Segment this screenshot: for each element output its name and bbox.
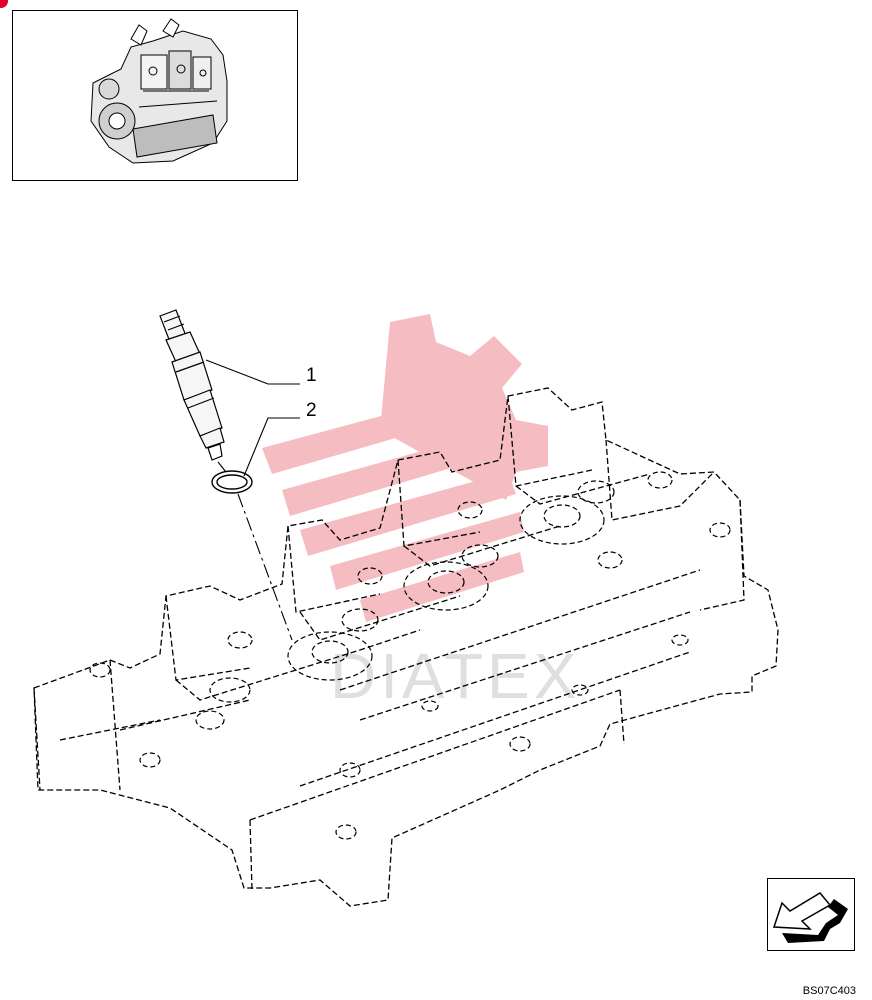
watermark-text: DIATEX	[330, 640, 580, 712]
assembly-centerline	[217, 461, 293, 641]
cylinder-head	[33, 387, 779, 907]
engine-thumbnail-frame[interactable]	[12, 10, 298, 181]
arrow-previous-icon	[772, 892, 848, 943]
drawing-code: BS07C403	[802, 985, 856, 997]
callout-1: 1	[306, 365, 317, 386]
watermark-logo	[262, 314, 548, 622]
fuel-injector	[159, 309, 225, 461]
leader-line-2	[243, 417, 300, 477]
leader-line-1	[205, 359, 300, 385]
engine-assembly-icon	[90, 18, 228, 164]
callout-2: 2	[306, 400, 317, 421]
sealing-ring	[211, 470, 253, 494]
valve-ports	[89, 471, 731, 840]
corner-marker	[0, 0, 8, 8]
previous-page-button[interactable]	[767, 878, 855, 951]
